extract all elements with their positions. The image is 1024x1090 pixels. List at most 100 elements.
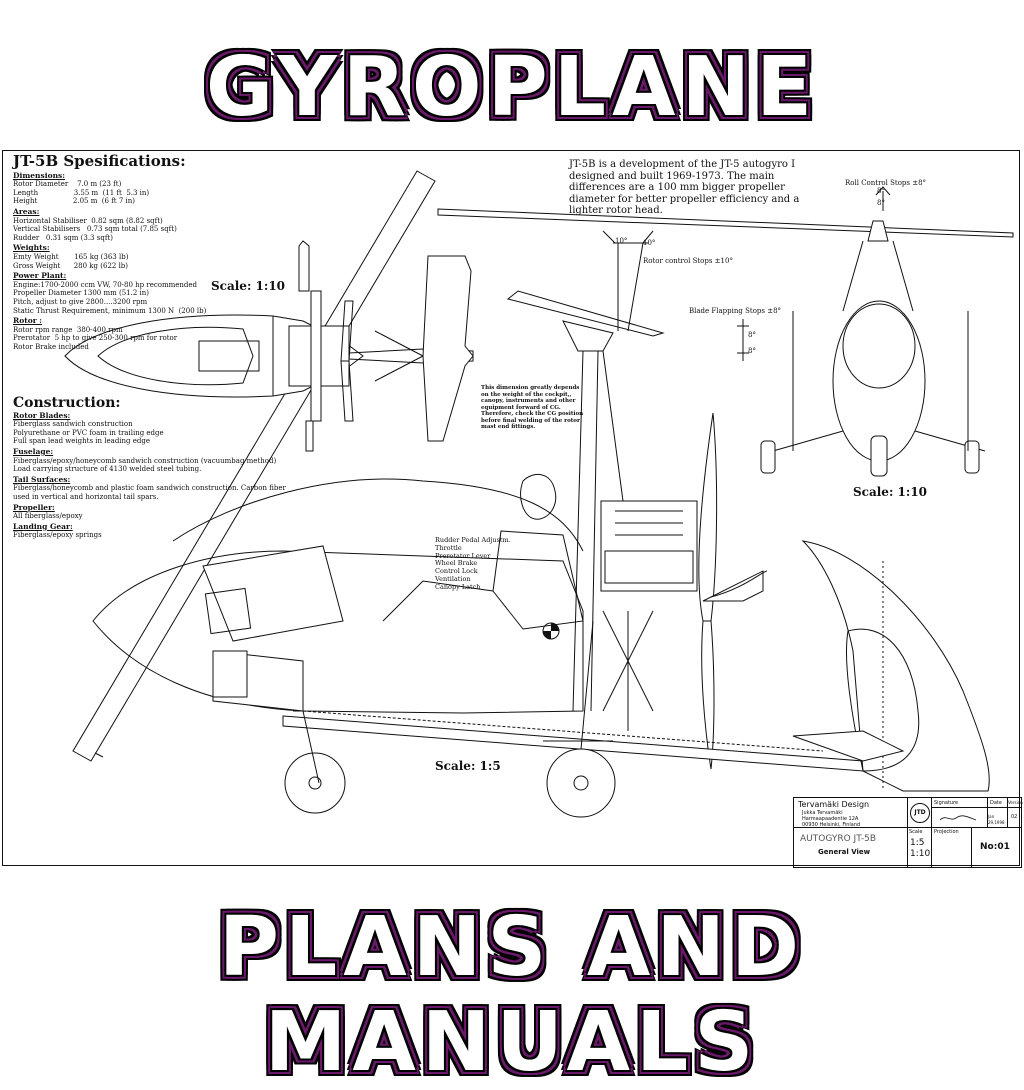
tb-h-date: Date	[990, 800, 1002, 806]
construction-line: Fiberglass/epoxy springs	[13, 531, 102, 540]
pilot-outline	[520, 473, 557, 520]
construction-title: Construction:	[13, 395, 121, 411]
spec-row: Static Thrust Requirement, minimum 1300 …	[13, 306, 207, 315]
spec-row: Pitch, adjust to give 2800....3200 rpm	[13, 297, 148, 306]
scale-label-side-view: Scale: 1:5	[435, 759, 501, 773]
scale-label-top-view: Scale: 1:10	[211, 279, 286, 293]
construction-line: Fiberglass/epoxy/honeycomb sandwich cons…	[13, 456, 277, 465]
tb-signature-cell	[932, 808, 988, 828]
construction-line: Fiberglass sandwich construction	[13, 420, 133, 429]
control-label: Ventilation	[435, 574, 471, 583]
rotor-stops-label: Rotor control Stops ±10°	[643, 257, 733, 265]
construction-line: Fiberglass/honeycomb and plastic foam sa…	[13, 484, 286, 493]
power-heading: Power Plant:	[13, 271, 67, 281]
cg-note: This dimension greatly depends on the we…	[481, 385, 584, 430]
tb-city: 00930 Helsinki, Finland	[802, 822, 861, 828]
construction-block: Construction: Rotor Blades: Fiberglass s…	[13, 395, 313, 540]
angle-label: 8°	[877, 187, 885, 195]
construction-heading: Propeller:	[13, 502, 55, 512]
construction-heading: Tail Surfaces:	[13, 474, 71, 484]
tb-h-scale: Scale	[909, 829, 923, 835]
angle-label: 10°	[615, 237, 628, 245]
control-label: Wheel Brake	[435, 559, 478, 568]
angle-label: 8°	[748, 331, 756, 339]
intro-text: JT-5B is a development of the JT-5 autog…	[569, 159, 800, 216]
tb-product-cell: AUTOGYRO JT-5B General View	[794, 828, 908, 868]
construction-line: Full span lead weights in leading edge	[13, 437, 151, 446]
scale-label-front-view: Scale: 1:10	[853, 485, 928, 499]
spec-row: Emty Weight 165 kg (363 lb)	[13, 252, 129, 261]
spec-row: Length 3.55 m (11 ft 5.3 in)	[13, 188, 150, 197]
spec-row: Prerotator 5 hp to give 250-300 rpm for …	[13, 334, 178, 343]
tb-company: Tervamäki Design	[798, 800, 870, 809]
construction-heading: Rotor Blades:	[13, 410, 71, 420]
spec-block: JT-5B Spesifications: Dimensions: Rotor …	[13, 152, 283, 351]
gyroplane-line-drawing	[64, 170, 1014, 818]
control-label: Rudder Pedal Adjustm.	[435, 536, 511, 544]
tb-scale-cell: Scale 1:5 1:10	[908, 828, 932, 868]
construction-line: used in vertical and horizontal tail spa…	[13, 492, 159, 501]
tb-company-cell: Tervamäki Design Jukka Tervamäki Harmaap…	[794, 798, 908, 828]
construction-heading: Landing Gear:	[13, 521, 73, 531]
spec-row: Vertical Stabilisers 0.73 sqm total (7.8…	[13, 225, 177, 234]
tb-number-cell: No:01	[972, 828, 1022, 868]
construction-heading: Fuselage:	[13, 446, 54, 456]
signature-image	[939, 815, 977, 821]
tb-date-header: Date	[988, 798, 1008, 808]
tb-signature-header: Signature	[932, 798, 988, 808]
control-label: Control Lock	[435, 567, 478, 576]
jtd-logo: JTD	[910, 803, 930, 823]
tb-product: AUTOGYRO JT-5B	[800, 834, 877, 844]
tb-street: Harmaapaadentie 12A	[802, 816, 859, 822]
tb-person: Jukka Tervamäki	[802, 810, 843, 816]
rotor-heading: Rotor :	[13, 316, 43, 326]
fuselage-side	[92, 550, 584, 714]
engine-block	[600, 500, 698, 592]
tb-scale-value: 1:10	[910, 849, 931, 859]
front-view-mast	[867, 220, 889, 242]
tb-version-header: Version	[1008, 798, 1023, 808]
tb-h-version: Version	[1008, 800, 1023, 805]
drawing-sheet: JT-5B Spesifications: Dimensions: Rotor …	[2, 150, 1023, 868]
tb-view: General View	[818, 848, 871, 856]
tb-projection-cell: Projection	[932, 828, 972, 868]
banner-title-top: GYROPLANE	[205, 40, 819, 135]
angle-label: 10°	[643, 239, 656, 247]
dimensions-heading: Dimensions:	[13, 170, 66, 180]
rotor-blade-diagonal	[72, 170, 436, 762]
main-wheel	[546, 748, 616, 818]
tb-date: Jan 29,1998	[988, 814, 1005, 825]
tb-logo-cell: JTD	[908, 798, 932, 828]
control-label: Prerotator Lever	[435, 551, 491, 560]
front-view-rotor-blade	[437, 208, 1014, 238]
tb-version-cell: 02	[1008, 808, 1022, 828]
angle-label: 8°	[748, 347, 756, 355]
roll-stops-label: Roll Control Stops ±8°	[845, 179, 927, 187]
spec-row: Horizontal Stabiliser 0.82 sqm (8.82 sqf…	[13, 216, 163, 225]
rotor-mast	[572, 350, 599, 712]
control-label: Canopy Latch	[435, 582, 481, 591]
controls-list: Rudder Pedal Adjustm. Throttle Prerotato…	[435, 536, 511, 592]
construction-line: Load carrying structure of 4130 welded s…	[13, 465, 202, 474]
spec-row: Rotor Brake included	[13, 342, 89, 351]
spec-row: Height 2.05 m (6 ft 7 in)	[13, 197, 135, 206]
title-block: Tervamäki Design Jukka Tervamäki Harmaap…	[793, 797, 1023, 868]
spec-title: JT-5B Spesifications:	[13, 152, 186, 170]
top-view-h-stabiliser	[422, 255, 474, 442]
spec-row: Gross Weight 280 kg (622 lb)	[13, 261, 129, 270]
flap-stops-label: Blade Flapping Stops ±8°	[689, 307, 782, 315]
tb-date-cell: Jan 29,1998	[988, 808, 1008, 828]
spec-row: Engine:1700-2000 ccm VW, 70-80 hp recomm…	[13, 280, 198, 289]
nose-wheel	[284, 752, 346, 814]
propeller	[698, 412, 718, 622]
areas-heading: Areas:	[13, 206, 40, 216]
spec-row: Rotor rpm range 380-400 rpm	[13, 325, 123, 334]
control-label: Throttle	[435, 543, 462, 552]
weights-heading: Weights:	[13, 243, 50, 253]
tail-fin	[801, 540, 990, 792]
tb-h-projection: Projection	[934, 829, 959, 835]
spec-row: Propeller Diameter 1300 mm (51.2 in)	[13, 289, 149, 298]
construction-line: All fiberglass/epoxy	[13, 512, 83, 521]
tb-version: 02	[1011, 814, 1018, 820]
spec-row: Rudder 0.31 sqm (3.3 sqft)	[13, 233, 113, 242]
